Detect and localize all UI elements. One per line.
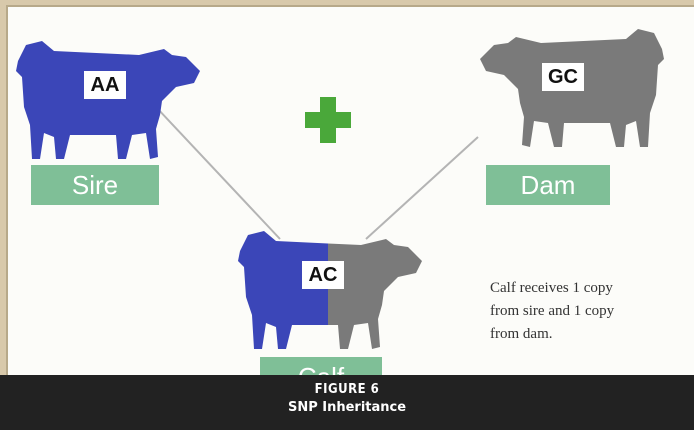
calf-genotype: AC — [302, 261, 344, 289]
sire-label: Sire — [31, 165, 159, 205]
diagram-panel: AA GC AC Sire Dam Calf Calf receives 1 c… — [6, 5, 694, 377]
figure-number: FIGURE 6 — [314, 382, 380, 397]
calf-cow-icon — [238, 231, 422, 349]
sire-cow-icon — [16, 41, 200, 159]
note-line: from dam. — [490, 326, 553, 342]
figure-caption: FIGURE 6 SNP Inheritance — [0, 375, 694, 430]
dam-to-calf-line — [365, 136, 479, 240]
inheritance-note: Calf receives 1 copy from sire and 1 cop… — [490, 277, 694, 346]
inheritance-diagram — [16, 29, 664, 349]
dam-label: Dam — [486, 165, 610, 205]
note-line: from sire and 1 copy — [490, 303, 615, 319]
plus-icon — [305, 97, 351, 143]
sire-genotype: AA — [84, 71, 126, 99]
figure-title: SNP Inheritance — [287, 400, 407, 415]
calf-label: Calf — [260, 357, 382, 377]
sire-to-calf-line — [155, 106, 281, 240]
dam-genotype: GC — [542, 63, 584, 91]
note-line: Calf receives 1 copy — [490, 280, 613, 296]
